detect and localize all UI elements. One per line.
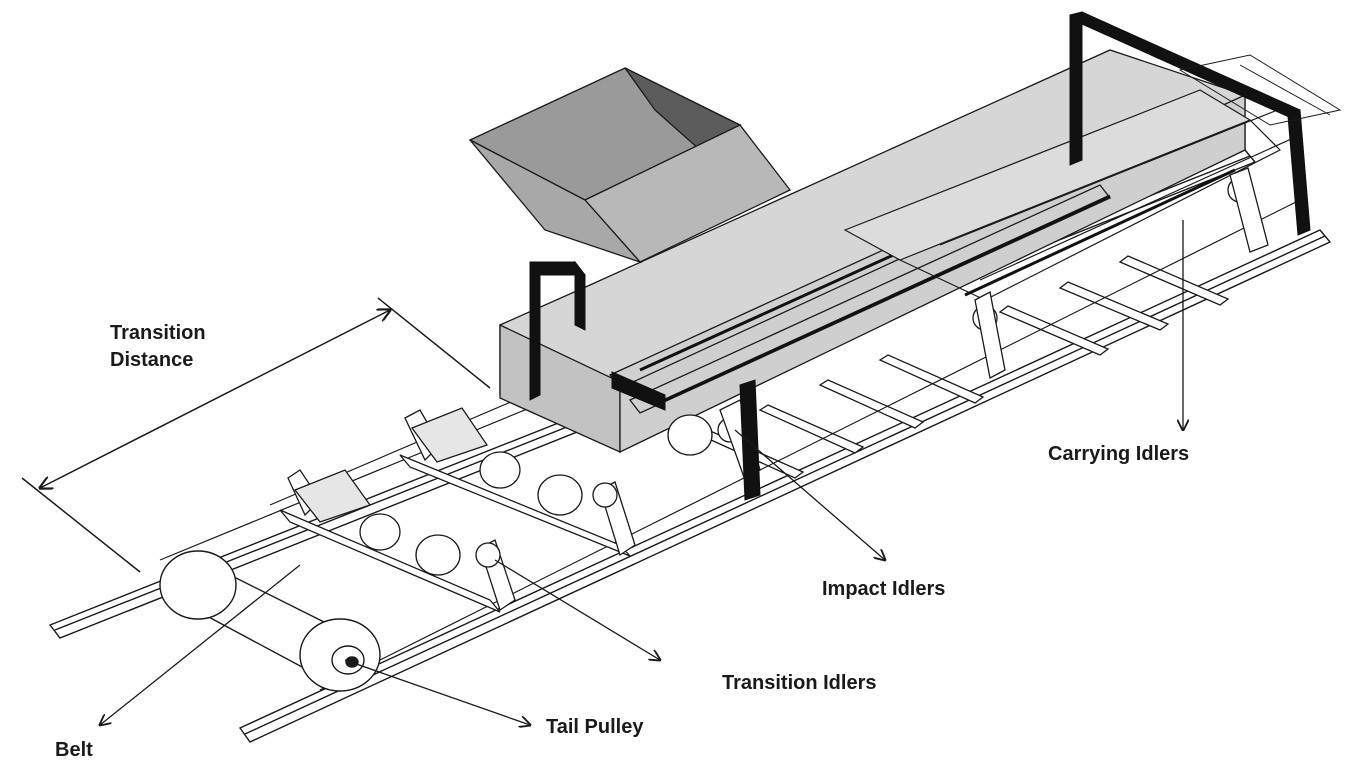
dimension-arrow — [40, 310, 390, 488]
impact-idlers-leader — [734, 429, 885, 560]
dimension-extension-right — [377, 297, 491, 389]
black-frame-supports — [529, 11, 1311, 501]
dimension-extension-left — [21, 477, 141, 573]
transition-idlers-leader — [494, 559, 660, 660]
carrying-idler-2 — [1227, 167, 1269, 253]
hopper-inner-left — [469, 139, 643, 264]
transition-idler-2 — [399, 407, 636, 557]
tail-pulley-assembly — [159, 550, 381, 692]
carrying-idler-1 — [972, 291, 1006, 379]
belt-leader — [100, 564, 301, 725]
impact-idlers-label: Impact Idlers — [822, 578, 945, 600]
transition-idlers-label: Transition Idlers — [722, 672, 876, 694]
transition-distance-label-line1: Transition — [110, 322, 206, 344]
tail-pulley-body — [159, 550, 237, 620]
head-end-detail — [1178, 54, 1342, 126]
carrying-section-frame — [843, 89, 1301, 301]
transition-distance-dimension — [21, 297, 491, 573]
transition-distance-label-line2: Distance — [110, 349, 193, 371]
cross-members — [698, 255, 1230, 479]
carrying-idlers-label: Carrying Idlers — [1048, 443, 1189, 465]
tail-pulley-leader — [344, 659, 530, 725]
feed-hopper — [468, 67, 792, 264]
tail-pulley-label: Tail Pulley — [546, 716, 644, 738]
leader-arrows — [100, 220, 1183, 725]
belt-label: Belt — [55, 739, 93, 761]
labels: Transition Distance Carrying Idlers Impa… — [55, 322, 1189, 761]
